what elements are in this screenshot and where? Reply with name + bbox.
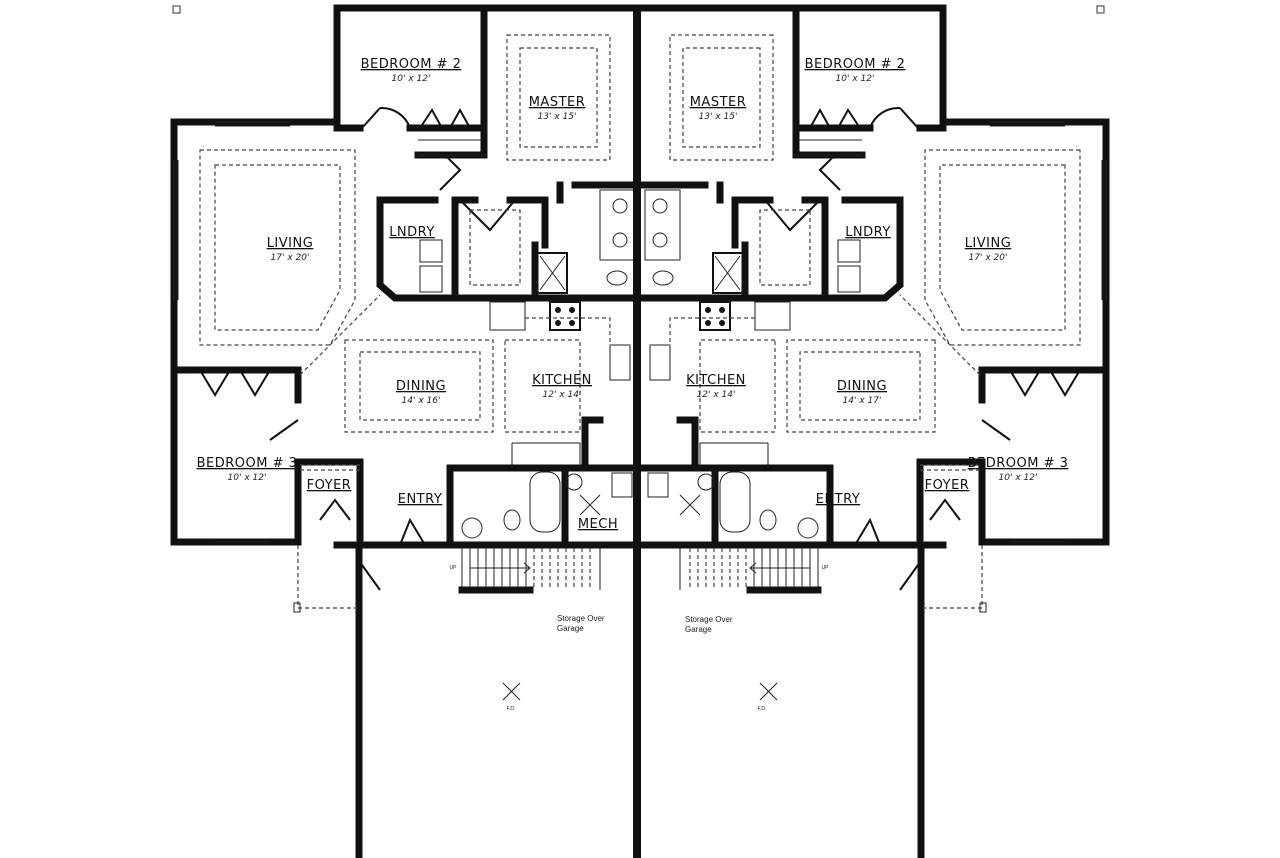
room-label: ENTRY (816, 492, 861, 507)
room-label: LIVING (267, 236, 314, 251)
unit-right-labels: BEDROOM # 2 10' x 12' MASTER 13' x 15' L… (685, 57, 1068, 712)
room-label: LNDRY (845, 225, 891, 240)
room-label: DINING (837, 379, 887, 394)
room-size: 12' x 14' (543, 390, 582, 400)
room-size: 10' x 12' (999, 473, 1038, 483)
room-label: BEDROOM # 2 (805, 57, 906, 72)
floor-drain-label: F.D. (758, 706, 767, 712)
room-size: 14' x 16' (402, 396, 441, 406)
room-label: MASTER (690, 95, 747, 110)
room-size: 10' x 12' (228, 473, 267, 483)
room-label: BEDROOM # 2 (361, 57, 462, 72)
room-size: 14' x 17' (843, 396, 882, 406)
floor-drain-label: F.D. (507, 706, 516, 712)
room-size: 10' x 12' (392, 74, 431, 84)
selection-handle[interactable] (172, 5, 181, 14)
room-label: LIVING (965, 236, 1012, 251)
room-label: DINING (396, 379, 446, 394)
room-size: 10' x 12' (836, 74, 875, 84)
room-size: 17' x 20' (969, 253, 1008, 263)
room-size: 13' x 15' (538, 112, 577, 122)
stairs-up-label: UP (822, 565, 830, 571)
stairs-up-label: UP (450, 565, 458, 571)
room-label: ENTRY (398, 492, 443, 507)
room-label: FOYER (925, 478, 970, 493)
room-label: FOYER (307, 478, 352, 493)
room-label: KITCHEN (532, 373, 592, 388)
room-label: BEDROOM # 3 (968, 456, 1069, 471)
room-size: 13' x 15' (699, 112, 738, 122)
selection-handle[interactable] (1096, 5, 1105, 14)
room-label: KITCHEN (686, 373, 746, 388)
unit-walls-mirrored (640, 8, 1106, 858)
unit-walls (170, 4, 644, 858)
room-size: 12' x 14' (697, 390, 736, 400)
room-label: BEDROOM # 3 (197, 456, 298, 471)
room-label: MECH (578, 517, 618, 532)
room-label: LNDRY (389, 225, 435, 240)
unit-left-labels: BEDROOM # 2 10' x 12' MASTER 13' x 15' L… (197, 57, 618, 712)
room-size: 17' x 20' (271, 253, 310, 263)
room-label: MASTER (529, 95, 586, 110)
